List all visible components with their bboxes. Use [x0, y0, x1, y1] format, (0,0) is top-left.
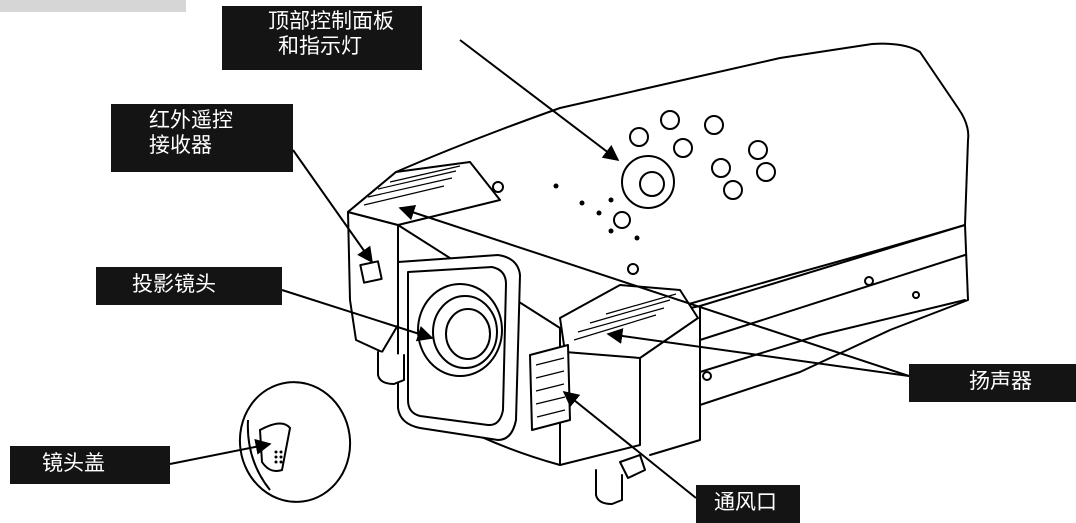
lens-cap: [238, 381, 352, 503]
front-foot-left: [377, 351, 405, 385]
panel-button: [723, 180, 743, 200]
leader-top-panel: [459, 39, 620, 161]
ir-window: [359, 260, 383, 284]
panel-button: [673, 138, 693, 158]
projector-front-face: [347, 211, 399, 353]
label-lens-cap-text: 镜头盖: [42, 451, 105, 475]
label-speaker-text: 扬声器: [969, 369, 1032, 393]
top-tab-bar: [0, 0, 186, 12]
front-foot-right: [595, 469, 623, 505]
lens-cap-grip: [258, 422, 292, 472]
label-lens-cap: 镜头盖: [10, 446, 170, 484]
panel-button: [613, 211, 631, 229]
label-top-panel-line1: 顶部控制面板: [268, 9, 394, 33]
leader-speaker-left: [398, 204, 910, 377]
label-ir-receiver: 红外遥控 接收器: [111, 104, 293, 172]
leader-vent: [562, 390, 697, 499]
panel-button: [629, 127, 649, 147]
label-speaker: 扬声器: [909, 364, 1076, 402]
panel-button: [711, 158, 731, 178]
panel-button: [756, 162, 776, 182]
speaker-grille-left: [347, 161, 501, 226]
panel-button: [660, 110, 680, 130]
label-vent-text: 通风口: [714, 490, 777, 514]
control-pad-outer: [621, 155, 675, 209]
label-top-panel: 顶部控制面板 和指示灯: [222, 6, 422, 70]
label-lens-text: 投影镜头: [132, 272, 216, 296]
leader-ir-receiver: [292, 149, 373, 264]
label-vent: 通风口: [696, 485, 800, 523]
leader-lens-cap: [169, 438, 272, 465]
label-ir-receiver-line1: 红外遥控: [149, 108, 233, 132]
panel-button: [704, 115, 724, 135]
leader-lens: [281, 289, 434, 342]
label-lens: 投影镜头: [96, 267, 282, 305]
panel-button: [748, 140, 768, 160]
label-top-panel-line2: 和指示灯: [278, 34, 362, 59]
label-ir-receiver-line2: 接收器: [149, 133, 212, 158]
leader-speaker-right: [606, 328, 910, 377]
